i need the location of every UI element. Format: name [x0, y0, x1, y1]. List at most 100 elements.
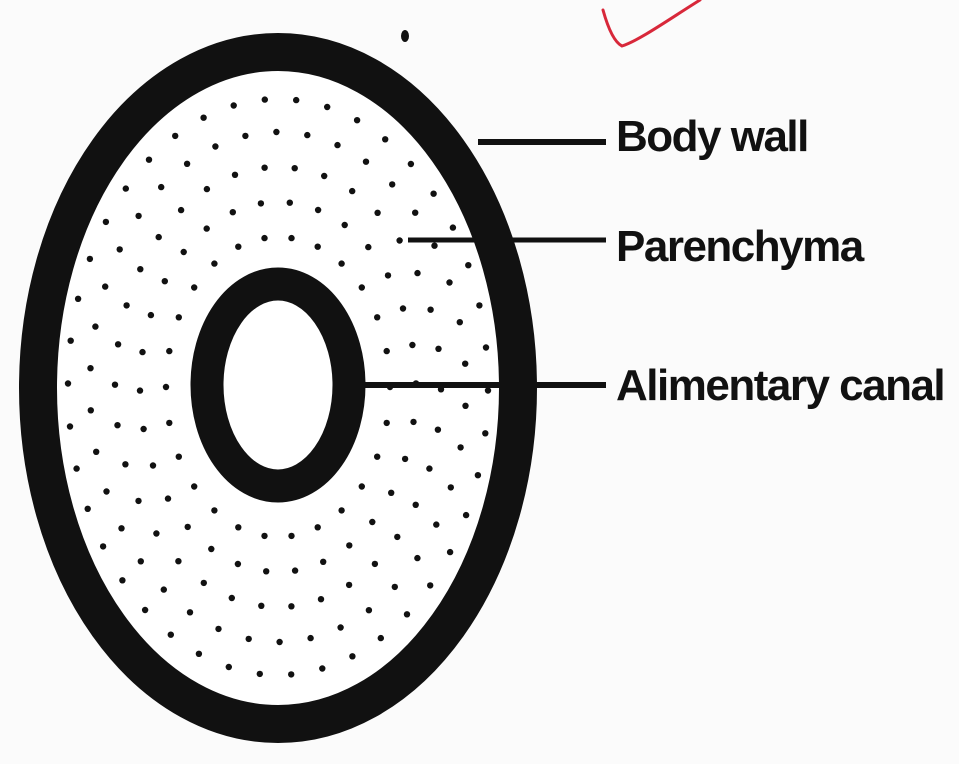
stipple-dot	[363, 159, 369, 165]
stipple-dot	[168, 632, 174, 638]
stipple-dot	[315, 244, 321, 250]
stipple-dot	[288, 235, 294, 241]
stipple-dot	[402, 456, 408, 462]
stipple-dot	[68, 338, 74, 344]
ink-dot	[401, 30, 409, 42]
stipple-dot	[87, 256, 93, 262]
stipple-dot	[262, 96, 268, 102]
stipple-dot	[158, 184, 164, 190]
stipple-dot	[365, 244, 371, 250]
stipple-dot	[117, 246, 123, 252]
stipple-dot	[162, 278, 168, 284]
stipple-dot	[359, 284, 365, 290]
stipple-dot	[208, 546, 214, 552]
alimentary-canal-ring	[207, 284, 349, 486]
stipple-dot	[374, 210, 380, 216]
stipple-dot	[288, 603, 294, 609]
stipple-dot	[388, 490, 394, 496]
stipple-dot	[447, 549, 453, 555]
stipple-dot	[115, 341, 121, 347]
stipple-dot	[232, 172, 238, 178]
stipple-dot	[315, 207, 321, 213]
stipple-dot	[261, 165, 267, 171]
stipple-dot	[166, 420, 172, 426]
stipple-dot	[413, 502, 419, 508]
stipple-dot	[414, 555, 420, 561]
stipple-dot	[446, 279, 452, 285]
stipple-dot	[235, 524, 241, 530]
stipple-dot	[103, 488, 109, 494]
stipple-dot	[119, 577, 125, 583]
stipple-dot	[85, 506, 91, 512]
stipple-dot	[191, 284, 197, 290]
stipple-dot	[142, 607, 148, 613]
stipple-dot	[276, 639, 282, 645]
stipple-dot	[185, 524, 191, 530]
stipple-dot	[288, 533, 294, 539]
stipple-dot	[287, 200, 293, 206]
stipple-dot	[457, 319, 463, 325]
stipple-dot	[201, 580, 207, 586]
stipple-dot	[191, 483, 197, 489]
stipple-dot	[485, 387, 491, 393]
label-parenchyma: Parenchyma	[616, 225, 863, 269]
stipple-dot	[476, 302, 482, 308]
stipple-dot	[103, 219, 109, 225]
stipple-dot	[230, 209, 236, 215]
stipple-dot	[215, 626, 221, 632]
stipple-dot	[321, 173, 327, 179]
stipple-dot	[163, 384, 169, 390]
stipple-dot	[346, 542, 352, 548]
stipple-dot	[118, 525, 124, 531]
stipple-dot	[324, 104, 330, 110]
stipple-dot	[75, 296, 81, 302]
stipple-dot	[235, 244, 241, 250]
stipple-dot	[346, 582, 352, 588]
stipple-dot	[175, 558, 181, 564]
stipple-dot	[292, 165, 298, 171]
stipple-dot	[73, 465, 79, 471]
stipple-dot	[374, 314, 380, 320]
stipple-dot	[87, 365, 93, 371]
stipple-dot	[430, 191, 436, 197]
stipple-dot	[338, 507, 344, 513]
stipple-dot	[146, 157, 152, 163]
stipple-dot	[165, 495, 171, 501]
stipple-dot	[384, 420, 390, 426]
stipple-dot	[292, 567, 298, 573]
stipple-dot	[465, 262, 471, 268]
stipple-dot	[261, 235, 267, 241]
stipple-dot	[166, 348, 172, 354]
stipple-dot	[378, 635, 384, 641]
stipple-dot	[176, 314, 182, 320]
stipple-dot	[261, 533, 267, 539]
stipple-dot	[156, 234, 162, 240]
stipple-dot	[448, 484, 454, 490]
stipple-dot	[112, 382, 118, 388]
stipple-dot	[342, 222, 348, 228]
stipple-dot	[92, 323, 98, 329]
stipple-dot	[93, 449, 99, 455]
stipple-dot	[382, 136, 388, 142]
stipple-dot	[410, 419, 416, 425]
stipple-dot	[137, 266, 143, 272]
stipple-dot	[304, 132, 310, 138]
stipple-dot	[257, 671, 263, 677]
stipple-dot	[374, 454, 380, 460]
stipple-dot	[462, 403, 468, 409]
check-mark-icon	[603, 0, 700, 46]
stipple-dot	[150, 462, 156, 468]
stipple-dot	[427, 582, 433, 588]
label-alimentary-canal: Alimentary canal	[616, 364, 944, 408]
stipple-dot	[307, 635, 313, 641]
stipple-dot	[400, 305, 406, 311]
stipple-dot	[414, 270, 420, 276]
stipple-dot	[318, 596, 324, 602]
stipple-dot	[135, 498, 141, 504]
stipple-dot	[114, 422, 120, 428]
stipple-dot	[211, 507, 217, 513]
stipple-dot	[102, 283, 108, 289]
stipple-dot	[172, 133, 178, 139]
stipple-dot	[65, 380, 71, 386]
stipple-dot	[435, 346, 441, 352]
